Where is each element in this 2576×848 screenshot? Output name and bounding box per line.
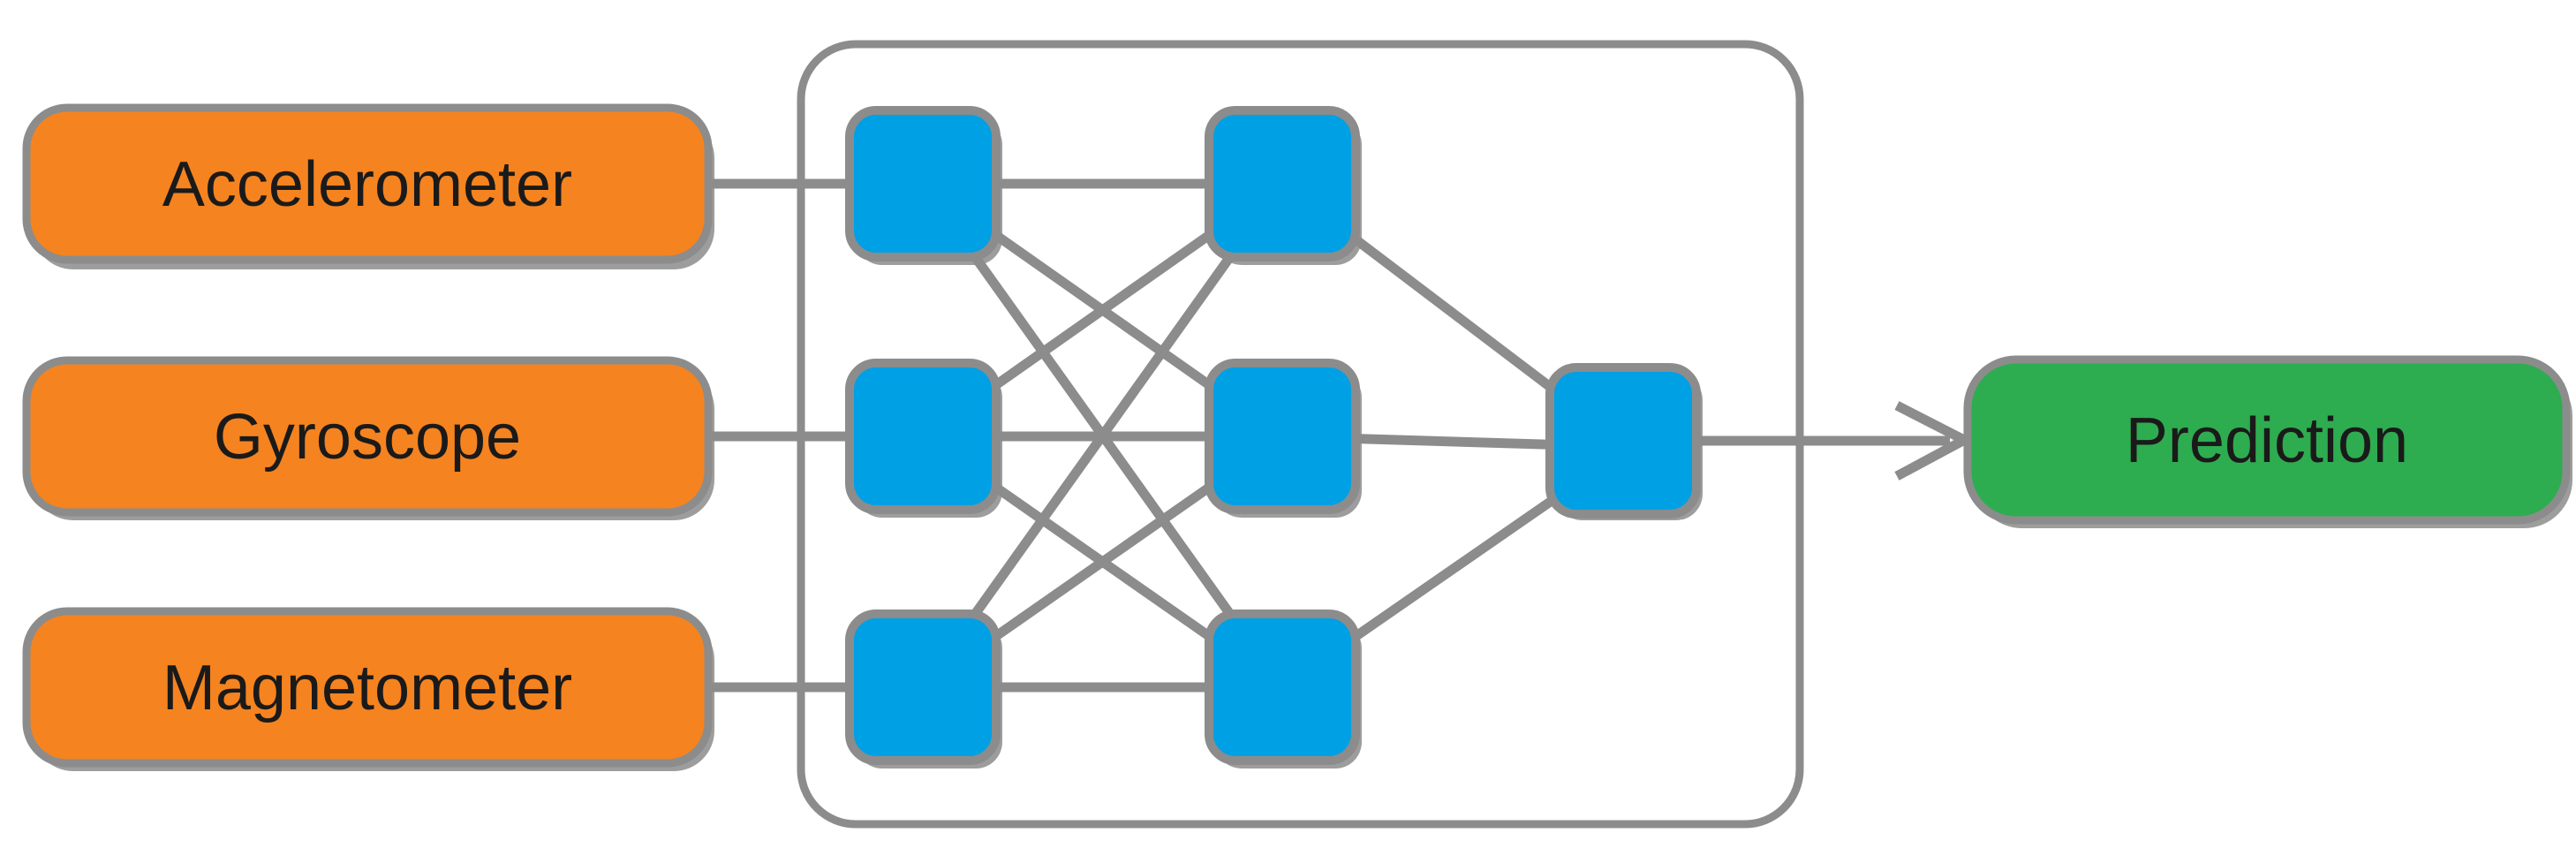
input-box-accelerometer	[22, 103, 713, 264]
node-layer2-row3	[1205, 610, 1360, 765]
node-layer3-output	[1545, 363, 1701, 519]
network-nodes	[845, 106, 1701, 765]
input-label-magnetometer: Magnetometer	[162, 653, 572, 723]
output-label-prediction: Prediction	[2126, 405, 2408, 476]
output-box-group	[1963, 355, 2571, 525]
output-box-prediction	[1963, 355, 2571, 525]
node-layer1-row1	[845, 106, 1001, 261]
output-arrowhead-lower	[1894, 433, 1972, 481]
output-arrowhead-upper	[1894, 401, 1972, 447]
labels: Accelerometer Gyroscope Magnetometer Pre…	[162, 149, 2408, 723]
input-box-gyroscope	[22, 356, 713, 517]
node-layer2-row2	[1205, 359, 1360, 514]
node-layer1-row2	[845, 359, 1001, 514]
edge-l1n3-l2n1	[918, 180, 1287, 691]
input-label-gyroscope: Gyroscope	[214, 402, 521, 473]
input-box-magnetometer	[22, 607, 713, 768]
input-label-accelerometer: Accelerometer	[162, 149, 572, 220]
input-boxes	[22, 103, 713, 768]
node-layer1-row3	[845, 610, 1001, 765]
node-layer2-row1	[1205, 106, 1360, 261]
